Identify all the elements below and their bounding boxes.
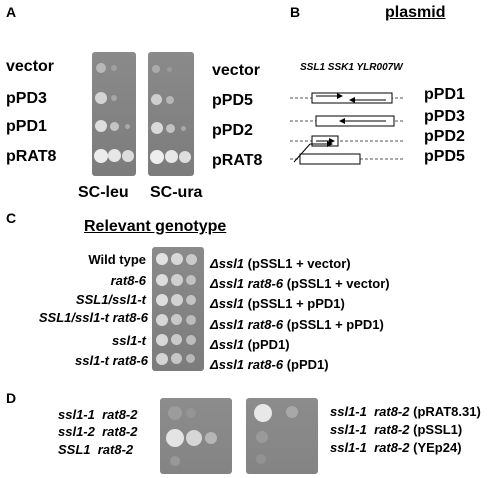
- plasmid-construct-diagram: [290, 92, 405, 165]
- panel-c-right-row-1: Δssl1 (pSSL1 + vector): [210, 256, 351, 271]
- panel-c-left-row-6: ssl1-t rat8-6: [75, 353, 148, 368]
- panel-c-title: Relevant genotype: [84, 218, 227, 235]
- panel-c-right-row-5: Δssl1 (pPD1): [210, 337, 290, 352]
- colony-spot: [152, 65, 160, 73]
- construct-label-ppd5: pPD5: [424, 148, 465, 165]
- plate-panel-c-spots: [152, 247, 204, 371]
- colony-spot: [122, 150, 134, 162]
- panel-a-letter: A: [6, 4, 17, 20]
- plate-panel-c: [152, 247, 204, 371]
- colony-spot: [96, 63, 106, 73]
- panel-a-right-label-4: pRAT8: [212, 152, 263, 169]
- construct-box-ppd5: [299, 153, 361, 165]
- panel-c-right-row-6: Δssl1 rat8-6 (pPD1): [210, 357, 329, 372]
- construct-label-ppd1: pPD1: [424, 86, 465, 103]
- colony-spot: [95, 92, 107, 104]
- colony-spot: [167, 67, 172, 72]
- panel-d-letter: D: [6, 390, 17, 406]
- panel-c-right-row-4: Δssl1 rat8-6 (pSSL1 + pPD1): [210, 317, 384, 332]
- panel-c-right-row-3: Δssl1 (pSSL1 + pPD1): [210, 296, 345, 311]
- colony-spot: [166, 96, 174, 104]
- colony-spot: [165, 150, 178, 163]
- panel-d-right-row-2: ssl1-1 rat8-2 (pSSL1): [330, 422, 463, 437]
- panel-c-left-row-3: SSL1/ssl1-t: [75, 292, 146, 307]
- panel-a-left-label-4: pRAT8: [6, 148, 57, 165]
- plate-sc-ura-label: SC-ura: [150, 184, 203, 201]
- colony-spot: [94, 149, 108, 163]
- construct-box-ppd1: [311, 92, 393, 104]
- panel-d-left-row-3: SSL1 rat8-2: [58, 442, 134, 457]
- colony-spot: [95, 120, 107, 132]
- panel-b-gene-names: SSL1 SSK1 YLR007W: [300, 62, 403, 73]
- panel-a-left-label-1: vector: [6, 58, 55, 75]
- plate-sc-leu-spots: [92, 52, 136, 176]
- panel-d-left-row-1: ssl1-1 rat8-2: [58, 407, 138, 422]
- colony-spot: [151, 94, 162, 105]
- colony-spot: [125, 124, 130, 129]
- colony-spot: [179, 151, 191, 163]
- colony-spot: [150, 150, 164, 164]
- panel-c-left-row-1: Wild type: [88, 252, 146, 267]
- colony-spot: [111, 95, 117, 101]
- panel-c-left-row-2: rat8-6: [110, 273, 146, 288]
- colony-spot: [111, 65, 117, 71]
- plate-panel-d-right-spots: [246, 398, 318, 474]
- panel-a-left-label-2: pPD3: [6, 90, 47, 107]
- colony-spot: [181, 126, 186, 131]
- panel-c-left-row-4: SSL1/ssl1-t rat8-6: [38, 310, 148, 325]
- panel-c-right-row-2: Δssl1 rat8-6 (pSSL1 + vector): [210, 276, 390, 291]
- panel-a-left-label-3: pPD1: [6, 118, 47, 135]
- colony-spot: [108, 149, 121, 162]
- panel-a-right-label-3: pPD2: [212, 122, 253, 139]
- construct-label-ppd2: pPD2: [424, 128, 465, 145]
- panel-c-letter: C: [6, 210, 17, 226]
- plate-sc-leu-label: SC-leu: [78, 184, 129, 201]
- panel-d-left-row-2: ssl1-2 rat8-2: [58, 424, 138, 439]
- colony-spot: [110, 122, 119, 131]
- panel-b-letter: B: [290, 4, 301, 20]
- panel-c-left-row-5: ssl1-t: [112, 333, 146, 348]
- panel-d-right-row-3: ssl1-1 rat8-2 (YEp24): [330, 440, 462, 455]
- panel-a-right-label-1: vector: [212, 62, 261, 79]
- plate-panel-d-left-spots: [160, 398, 232, 474]
- colony-spot: [151, 122, 163, 134]
- panel-a-right-label-2: pPD5: [212, 92, 253, 109]
- colony-spot: [166, 124, 175, 133]
- construct-label-ppd3: pPD3: [424, 108, 465, 125]
- panel-d-right-row-1: ssl1-1 rat8-2 (pRAT8.31): [330, 404, 481, 419]
- plate-sc-ura-spots: [148, 52, 194, 176]
- panel-b-title: plasmid: [385, 4, 446, 21]
